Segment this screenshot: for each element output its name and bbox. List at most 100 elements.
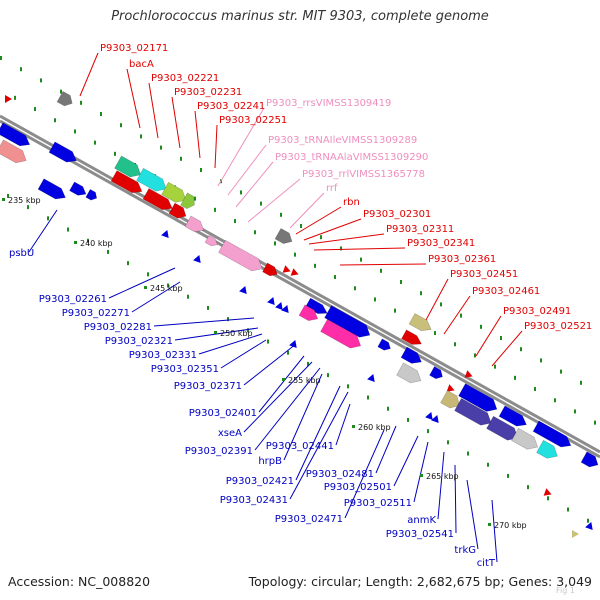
gene-label[interactable]: P9303_02231 bbox=[174, 87, 242, 98]
gene-label[interactable]: P9303_02221 bbox=[151, 73, 219, 84]
gene-arrow[interactable] bbox=[429, 366, 445, 382]
gene-label[interactable]: P9303_02541 bbox=[386, 529, 454, 540]
gene-arrow[interactable] bbox=[136, 167, 170, 195]
gene-arrow[interactable] bbox=[288, 340, 297, 349]
gene-label[interactable]: P9303_tRNAIleVIMSS1309289 bbox=[268, 135, 417, 146]
gene-arrow[interactable] bbox=[274, 302, 283, 311]
gene-features[interactable] bbox=[0, 90, 600, 538]
gene-arrow[interactable] bbox=[580, 451, 600, 470]
gene-arrow[interactable] bbox=[424, 412, 433, 421]
gene-arrow[interactable] bbox=[266, 297, 275, 306]
gene-label[interactable]: P9303_02311 bbox=[386, 224, 454, 235]
gene-label[interactable]: P9303_02321 bbox=[105, 336, 173, 347]
gene-arrow[interactable] bbox=[204, 235, 219, 248]
gene-arrow[interactable] bbox=[400, 346, 424, 367]
gene-label[interactable]: P9303_tRNAAlaVIMSS1309290 bbox=[275, 152, 428, 163]
gene-arrow[interactable] bbox=[161, 181, 190, 206]
gene-arrow[interactable] bbox=[0, 139, 30, 167]
gene-arrow[interactable] bbox=[262, 262, 280, 279]
gene-label[interactable]: P9303_02331 bbox=[129, 350, 197, 361]
gene-label[interactable]: bacA bbox=[129, 59, 154, 70]
gene-arrow[interactable] bbox=[440, 390, 464, 412]
gene-label[interactable]: trkG bbox=[454, 545, 476, 556]
gene-arrow[interactable] bbox=[184, 215, 207, 235]
gene-label[interactable]: P9303_02301 bbox=[363, 209, 431, 220]
gene-arrow[interactable] bbox=[377, 338, 393, 353]
gene-arrow[interactable] bbox=[572, 530, 579, 538]
gene-label[interactable]: P9303_02281 bbox=[84, 322, 152, 333]
gene-label[interactable]: P9303_02451 bbox=[450, 269, 518, 280]
gene-label[interactable]: P9303_02361 bbox=[428, 254, 496, 265]
gene-label[interactable]: rrf bbox=[326, 183, 338, 194]
gene-label[interactable]: P9303_02521 bbox=[524, 321, 592, 332]
gene-label[interactable]: P9303_02501 bbox=[324, 482, 392, 493]
gene-label[interactable]: hrpB bbox=[258, 456, 282, 467]
gene-arrow[interactable] bbox=[274, 228, 295, 246]
gene-arrow[interactable] bbox=[168, 202, 189, 221]
gene-arrow[interactable] bbox=[408, 313, 434, 334]
gene-arrow[interactable] bbox=[69, 181, 89, 199]
gene-label[interactable]: P9303_02461 bbox=[472, 286, 540, 297]
gene-arrow[interactable] bbox=[511, 427, 542, 453]
gene-label[interactable]: xseA bbox=[218, 428, 242, 439]
gene-arrow[interactable] bbox=[543, 488, 553, 498]
gene-arrow[interactable] bbox=[85, 188, 99, 202]
gene-label[interactable]: P9303_rrsVIMSS1309419 bbox=[266, 98, 391, 109]
gene-arrow[interactable] bbox=[238, 286, 247, 295]
gene-label[interactable]: P9303_02471 bbox=[275, 514, 343, 525]
gene-arrow[interactable] bbox=[396, 362, 425, 387]
gene-label[interactable]: P9303_02251 bbox=[219, 115, 287, 126]
gene-label[interactable]: P9303_02431 bbox=[220, 495, 288, 506]
gene-arrow[interactable] bbox=[180, 192, 198, 211]
gene-label[interactable]: P9303_02441 bbox=[266, 441, 334, 452]
gene-arrow[interactable] bbox=[290, 268, 300, 278]
gene-label[interactable]: P9303_02391 bbox=[185, 446, 253, 457]
gene-label[interactable]: P9303_02491 bbox=[503, 306, 571, 317]
gene-arrow[interactable] bbox=[110, 170, 145, 197]
gene-arrow[interactable] bbox=[142, 188, 175, 214]
gene-arrow[interactable] bbox=[454, 397, 495, 429]
gene-arrow[interactable] bbox=[324, 305, 374, 342]
gene-arrow[interactable] bbox=[498, 405, 529, 430]
gene-label[interactable]: P9303_02271 bbox=[62, 308, 130, 319]
gene-arrow[interactable] bbox=[280, 305, 289, 314]
gene-label[interactable]: P9303_02261 bbox=[39, 294, 107, 305]
gene-arrow[interactable] bbox=[48, 141, 79, 166]
gene-label[interactable]: P9303_02341 bbox=[407, 238, 475, 249]
gene-arrow[interactable] bbox=[282, 265, 292, 275]
gene-label[interactable]: P9303_02371 bbox=[174, 381, 242, 392]
gene-arrow[interactable] bbox=[192, 255, 201, 264]
gene-label[interactable]: P9303_rrlVIMSS1365778 bbox=[302, 169, 425, 180]
gene-label[interactable]: citT bbox=[477, 558, 496, 569]
gene-arrow[interactable] bbox=[532, 420, 574, 451]
gene-label[interactable]: P9303_02171 bbox=[100, 43, 168, 54]
gene-arrow[interactable] bbox=[0, 122, 33, 150]
gene-labels[interactable]: P9303_02171 bacA P9303_02221P9303_02231P93… bbox=[9, 43, 592, 569]
gene-arrow[interactable] bbox=[446, 384, 456, 394]
gene-arrow[interactable] bbox=[584, 522, 593, 531]
gene-arrow[interactable] bbox=[37, 178, 68, 203]
gene-arrow[interactable] bbox=[464, 370, 474, 380]
gene-arrow[interactable] bbox=[298, 304, 321, 324]
gene-arrow[interactable] bbox=[160, 230, 169, 239]
gene-label[interactable]: P9303_02241 bbox=[197, 101, 265, 112]
gene-arrow[interactable] bbox=[366, 374, 375, 383]
gene-label[interactable]: P9303_02511 bbox=[344, 498, 412, 509]
gene-label[interactable]: anmK bbox=[407, 515, 436, 526]
gene-label[interactable]: rbn bbox=[343, 197, 360, 208]
gene-label[interactable]: P9303_02481 bbox=[306, 469, 374, 480]
gene-label[interactable]: P9303_02401 bbox=[189, 408, 257, 419]
gene-arrow[interactable] bbox=[430, 415, 439, 424]
gene-label[interactable]: P9303_02421 bbox=[226, 476, 294, 487]
gene-arrow[interactable] bbox=[401, 329, 424, 348]
gene-label[interactable]: P9303_02351 bbox=[151, 364, 219, 375]
gene-arrow[interactable] bbox=[5, 95, 12, 103]
gene-label[interactable]: psbU bbox=[9, 248, 34, 259]
gene-arrow[interactable] bbox=[218, 239, 266, 275]
gene-arrow[interactable] bbox=[56, 90, 75, 108]
gene-arrow[interactable] bbox=[458, 383, 501, 416]
gene-arrow[interactable] bbox=[114, 155, 145, 181]
gene-arrow[interactable] bbox=[536, 439, 561, 462]
gene-arrow[interactable] bbox=[320, 318, 364, 352]
